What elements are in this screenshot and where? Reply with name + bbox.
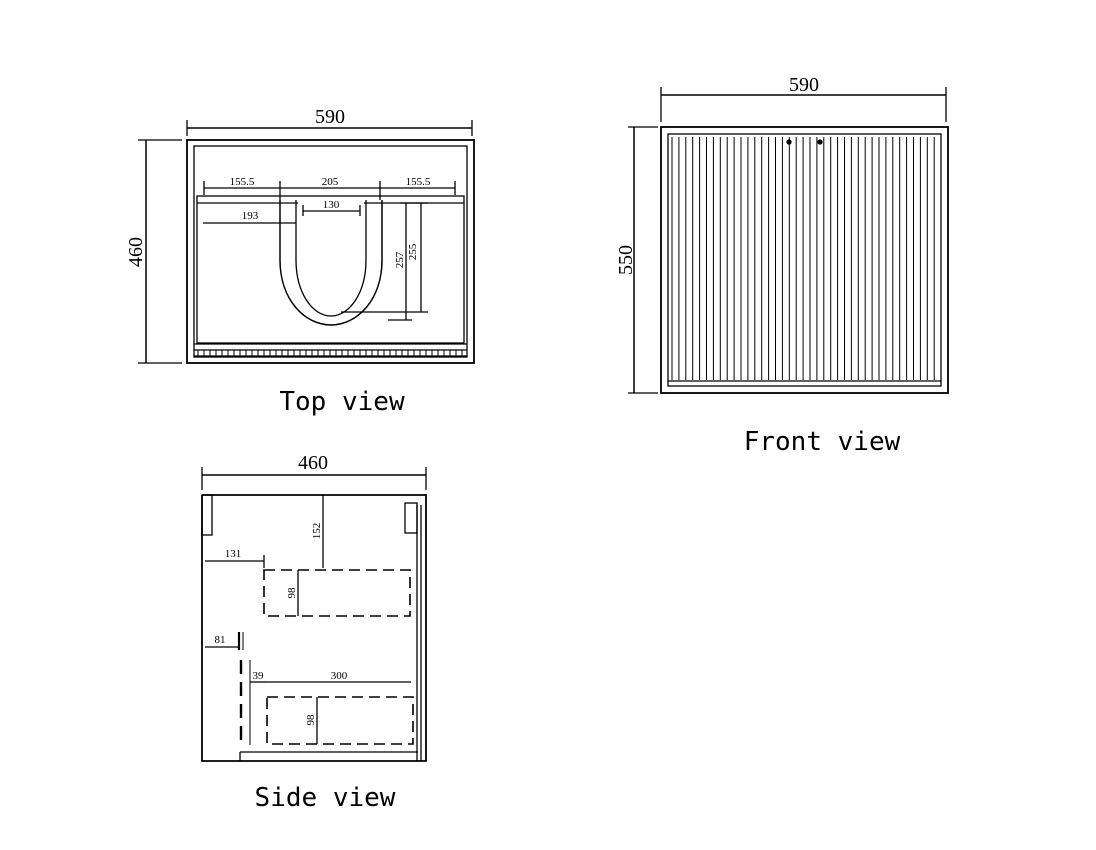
front-view: 590 550 Front view [615, 74, 949, 457]
top-view-width-label: 590 [315, 106, 345, 128]
top-view-basin-outline [279, 200, 383, 326]
side-view-lower-drawer-height-label: 98 [305, 714, 317, 726]
front-view-door-knob-right [817, 139, 823, 145]
top-view-inner-width-label: 130 [323, 199, 340, 211]
side-view-upper-drop-label: 152 [311, 523, 323, 540]
top-view: 590 460 155.5 205 155.5 130 [125, 106, 475, 417]
top-view-basin-width-label: 205 [322, 176, 339, 188]
side-view-upper-drawer-height-label: 98 [286, 587, 298, 599]
side-view-caption: Side view [255, 783, 396, 813]
top-view-front-offset-label: 193 [242, 210, 259, 222]
top-view-right-offset-label: 155.5 [406, 176, 431, 188]
side-view-cabinet-outline [201, 494, 427, 762]
side-view-lower-gap-label: 39 [253, 670, 265, 682]
front-view-width-label: 590 [789, 74, 819, 96]
top-view-cabinet [186, 139, 475, 364]
top-view-basin-depth-a-label: 257 [394, 251, 406, 268]
front-view-cabinet [660, 126, 949, 394]
side-view-upper-drawer [263, 569, 411, 617]
side-view-lower-drawer-depth-label: 300 [331, 670, 348, 682]
top-view-basin-plate [196, 195, 465, 344]
side-view-upper-offset-label: 131 [225, 548, 242, 560]
top-view-left-offset-label: 155.5 [230, 176, 255, 188]
top-view-caption: Top view [279, 387, 405, 417]
side-view: 460 152 131 98 81 39 300 [201, 452, 427, 813]
side-view-lower-drawer [266, 696, 414, 745]
front-view-height-label: 550 [615, 245, 637, 275]
side-view-depth-label: 460 [298, 452, 328, 474]
top-view-basin-depth-b-label: 255 [407, 243, 419, 260]
front-view-fluted-doors [671, 137, 935, 380]
top-view-groove-strip [197, 350, 463, 356]
top-view-depth-label: 460 [125, 237, 147, 267]
front-view-caption: Front view [744, 427, 901, 457]
front-view-door-knob-left [786, 139, 792, 145]
side-view-lower-offset-label: 81 [215, 634, 226, 646]
